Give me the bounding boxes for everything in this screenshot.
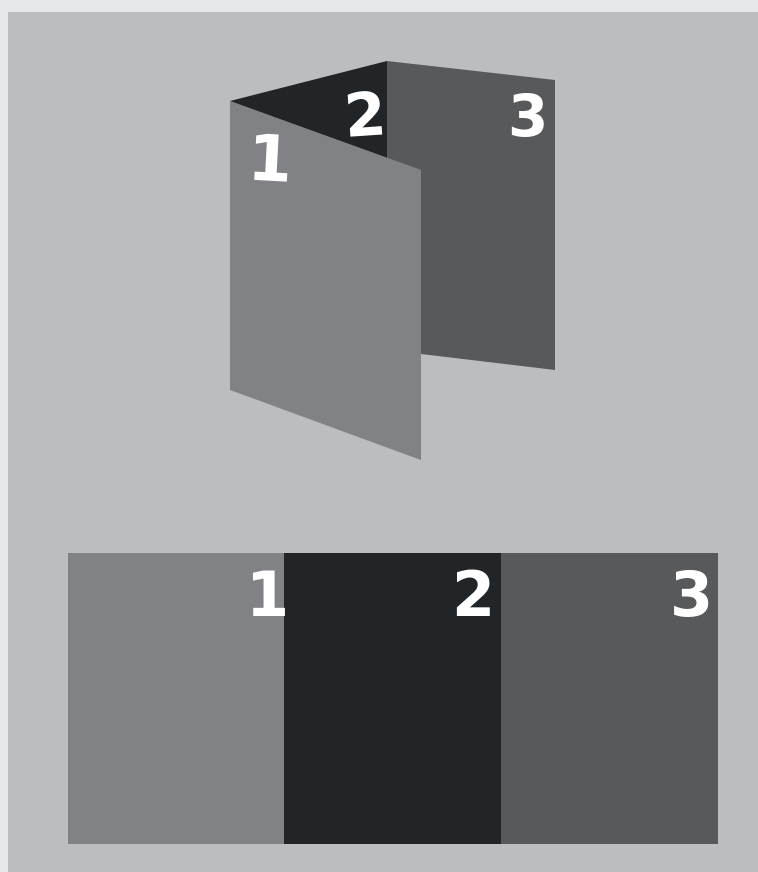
z-fold-diagram: 1 2 3 1 2 3 [8, 12, 758, 872]
flat-brochure: 1 2 3 [68, 553, 718, 844]
flat-panel-1-number: 1 [246, 558, 289, 631]
diagram-canvas: 1 2 3 1 2 3 [8, 12, 758, 872]
folded-panel-1-number: 1 [246, 122, 294, 198]
flat-panel-2-number: 2 [452, 558, 495, 631]
folded-panel-3-number: 3 [508, 82, 548, 150]
folded-panel-2-number: 2 [342, 79, 389, 152]
folded-brochure: 1 2 3 [230, 61, 555, 460]
flat-panel-3-number: 3 [670, 558, 713, 631]
